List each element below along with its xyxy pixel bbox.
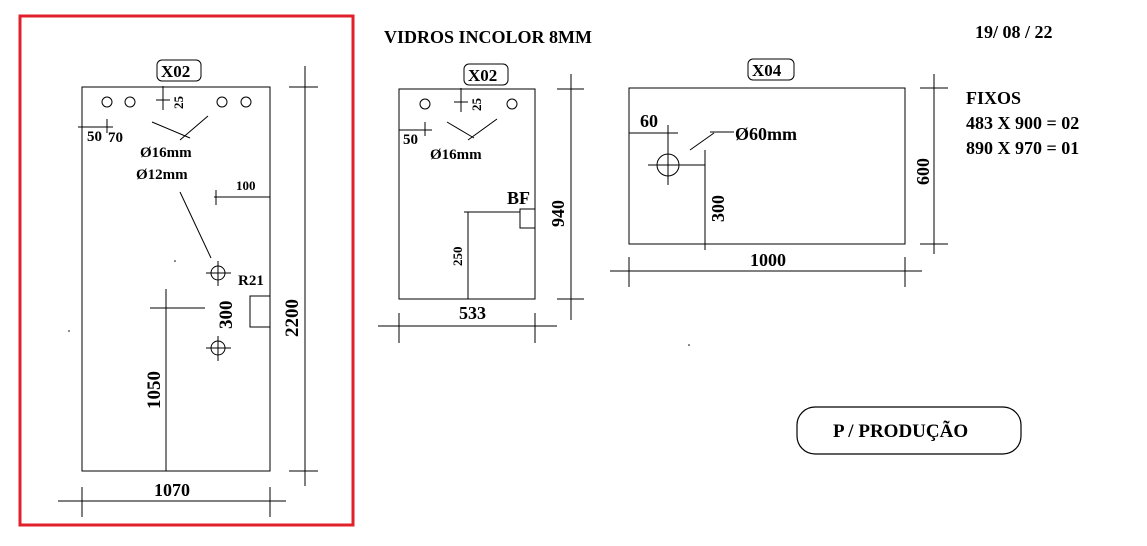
- highlight-frame: [18, 14, 355, 527]
- piece-1-notch: [249, 295, 270, 328]
- piece-2-tag: X02: [468, 66, 497, 85]
- piece-1-outline: [81, 86, 271, 472]
- piece-1-dim-300: 300: [216, 301, 237, 330]
- piece-1-leader: [179, 191, 212, 259]
- fixos-line-2: 890 X 970 = 01: [966, 138, 1079, 158]
- piece-2-outline: [398, 88, 536, 300]
- piece-1-dim-25: 25: [171, 96, 186, 110]
- piece-2-hole: [506, 98, 518, 110]
- piece-2: X02 25 50 Ø16mm BF 250 940 533: [378, 63, 584, 343]
- piece-1-hole-dia-16: Ø16mm: [140, 145, 192, 161]
- piece-2-height: 940: [548, 200, 568, 227]
- production-badge-frame: [796, 406, 1022, 455]
- piece-3-tag-frame: [747, 58, 795, 81]
- piece-1-dim-1050: 1050: [144, 371, 165, 409]
- piece-3-leader: [689, 132, 715, 151]
- piece-3-hole-dia: Ø60mm: [735, 124, 797, 144]
- piece-3-width: 1000: [750, 250, 786, 270]
- piece-2-dim-250: 250: [450, 247, 465, 267]
- piece-1-hole: [101, 96, 113, 108]
- piece-1-hole: [240, 96, 252, 108]
- piece-2-leader: [467, 118, 498, 141]
- fixos-line-1: 483 X 900 = 02: [966, 113, 1079, 133]
- piece-1-width: 1070: [154, 480, 190, 500]
- piece-1-hole: [216, 96, 228, 108]
- production-label: P / PRODUÇÃO: [833, 420, 968, 442]
- piece-1-hole-dia-12: Ø12mm: [136, 167, 188, 183]
- piece-1-leader: [151, 121, 191, 139]
- piece-1-dim-70: 70: [108, 130, 123, 146]
- piece-3-height: 600: [913, 158, 933, 185]
- piece-3: X04 60 Ø60mm 300 600 1000: [610, 58, 948, 346]
- piece-2-dim-50: 50: [403, 132, 418, 148]
- piece-2-notch: [519, 208, 535, 229]
- piece-2-width: 533: [459, 303, 486, 323]
- piece-1-leader: [179, 115, 209, 141]
- piece-1-height: 2200: [282, 299, 303, 337]
- piece-1: X02 25 50 70 Ø16mm Ø12mm 100: [58, 59, 318, 517]
- piece-1-hole: [124, 96, 136, 108]
- fixos-list: FIXOS 483 X 900 = 02 890 X 970 = 01: [966, 88, 1079, 158]
- piece-1-dim-50: 50: [87, 129, 102, 145]
- piece-2-dim-25: 25: [469, 98, 484, 112]
- piece-2-notch-label: BF: [507, 188, 530, 208]
- stray-mark: [174, 260, 176, 262]
- piece-3-dim-60: 60: [640, 111, 658, 131]
- piece-3-tag: X04: [752, 61, 782, 80]
- piece-1-radius: R21: [238, 273, 264, 289]
- stray-mark: [68, 330, 70, 332]
- piece-1-dim-100: 100: [236, 178, 256, 193]
- piece-2-hole-dia-16: Ø16mm: [430, 147, 482, 163]
- stray-mark: [688, 344, 690, 346]
- piece-3-dim-300: 300: [708, 195, 728, 222]
- piece-2-hole: [419, 98, 431, 110]
- drawing-date: 19/ 08 / 22: [975, 22, 1053, 42]
- piece-2-tag-frame: [463, 63, 509, 86]
- production-badge: P / PRODUÇÃO: [796, 406, 1022, 455]
- drawing-title: VIDROS INCOLOR 8MM: [384, 27, 592, 47]
- piece-2-leader: [446, 121, 475, 139]
- fixos-title: FIXOS: [966, 88, 1021, 108]
- piece-3-outline: [628, 87, 906, 245]
- piece-1-tag-frame: [156, 59, 202, 82]
- piece-1-tag: X02: [161, 62, 190, 81]
